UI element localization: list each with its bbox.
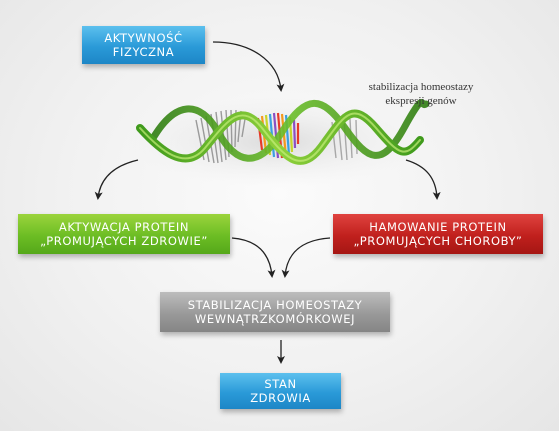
health-status-box: STAN ZDROWIA: [220, 373, 341, 409]
arrow-dna-to-activation: [94, 159, 139, 200]
physical-activity-box: AKTYWNOŚĆ FIZYCZNA: [82, 26, 205, 64]
health-status-line2: ZDROWIA: [250, 391, 311, 405]
dna-helix-icon: [136, 98, 430, 165]
homeostasis-stabilization-box: STABILIZACJA HOMEOSTAZY WEWNĄTRZKOMÓRKOW…: [160, 292, 390, 332]
arrow-dna-to-inhibition: [405, 159, 441, 200]
homeostasis-stabilization-line2: WEWNĄTRZKOMÓRKOWEJ: [194, 312, 356, 326]
dna-caption-line2: ekspresji genów: [385, 95, 457, 107]
protein-activation-line1: AKTYWACJA PROTEIN: [58, 220, 190, 234]
arrow-inhibition-to-stabilization: [281, 237, 331, 278]
protein-inhibition-box: HAMOWANIE PROTEIN „PROMUJĄCYCH CHOROBY”: [333, 214, 543, 254]
protein-activation-box: AKTYWACJA PROTEIN „PROMUJĄCYCH ZDROWIE”: [18, 214, 230, 254]
homeostasis-stabilization-line1: STABILIZACJA HOMEOSTAZY: [187, 298, 363, 312]
protein-inhibition-line1: HAMOWANIE PROTEIN: [369, 220, 507, 234]
protein-activation-line2: „PROMUJĄCYCH ZDROWIE”: [40, 234, 208, 248]
physical-activity-line2: FIZYCZNA: [112, 45, 175, 59]
physical-activity-line1: AKTYWNOŚĆ: [104, 31, 183, 45]
dna-caption: stabilizacja homeostazy ekspresji genów: [356, 80, 486, 108]
health-status-line1: STAN: [264, 377, 297, 391]
arrow-activity-to-dna: [212, 41, 285, 92]
arrow-activation-to-stabilization: [231, 237, 276, 278]
dna-caption-line1: stabilizacja homeostazy: [368, 81, 474, 93]
protein-inhibition-line2: „PROMUJĄCYCH CHOROBY”: [353, 234, 523, 248]
